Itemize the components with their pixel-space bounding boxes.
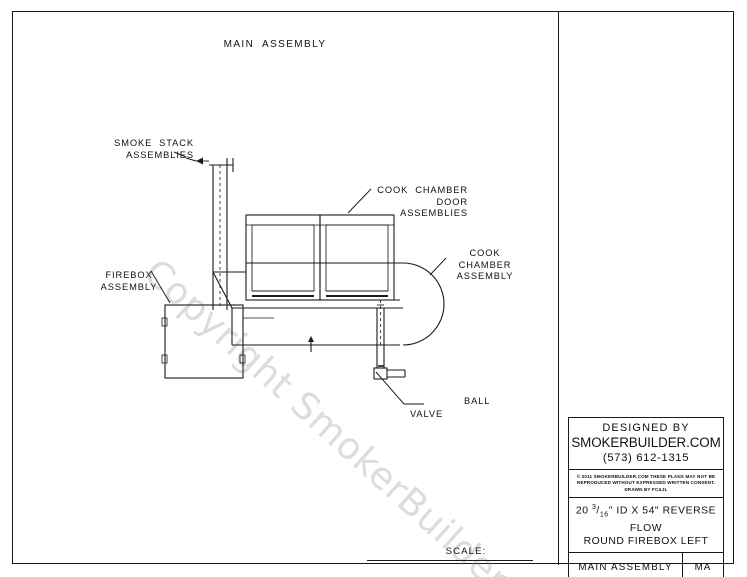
title-block: DESIGNED BY SMOKERBUILDER.COM (573) 612-… [568, 417, 724, 577]
callout-firebox-assembly: FIREBOX ASSEMBLY [100, 270, 158, 292]
company-name: SMOKERBUILDER.COM [571, 435, 721, 450]
callout-cook-chamber-door-assemblies: COOK CHAMBER DOOR ASSEMBLIES [377, 185, 468, 218]
title-block-designed-by: DESIGNED BY SMOKERBUILDER.COM (573) 612-… [569, 418, 723, 470]
scale-rule-line [367, 560, 533, 561]
spec-suffix: " ID X 54" REVERSE FLOW [608, 505, 717, 534]
drawing-code: MA [694, 561, 712, 573]
callout-valve: VALVE [410, 409, 444, 419]
page-title: MAIN ASSEMBLY [223, 39, 327, 50]
company-phone: (573) 612-1315 [602, 452, 690, 464]
panel-divider [558, 11, 559, 565]
spec-fraction-numerator: 3 [591, 503, 597, 511]
spec-fraction-denominator: 16 [599, 511, 609, 519]
callout-cook-chamber-assembly: COOK CHAMBER ASSEMBLY [456, 248, 514, 281]
title-block-footer: MAIN ASSEMBLY MA [569, 552, 723, 577]
designed-by-label: DESIGNED BY [602, 422, 690, 434]
sheet-border [12, 11, 734, 564]
spec-fraction: 3/16 [591, 503, 609, 519]
scale-label: SCALE: [445, 546, 487, 557]
callout-smoke-stack-assemblies: SMOKE STACK ASSEMBLIES [114, 138, 194, 160]
callout-ball: BALL [464, 396, 491, 406]
drawing-spec: 20 3/16" ID X 54" REVERSE FLOW ROUND FIR… [569, 498, 723, 553]
drawing-name: MAIN ASSEMBLY [569, 552, 683, 577]
copyright-notice: © 2011 SMOKERBUILDER.COM THESE PLANS MAY… [569, 470, 723, 499]
spec-prefix: 20 [575, 505, 592, 517]
spec-line-two: ROUND FIREBOX LEFT [583, 535, 709, 547]
